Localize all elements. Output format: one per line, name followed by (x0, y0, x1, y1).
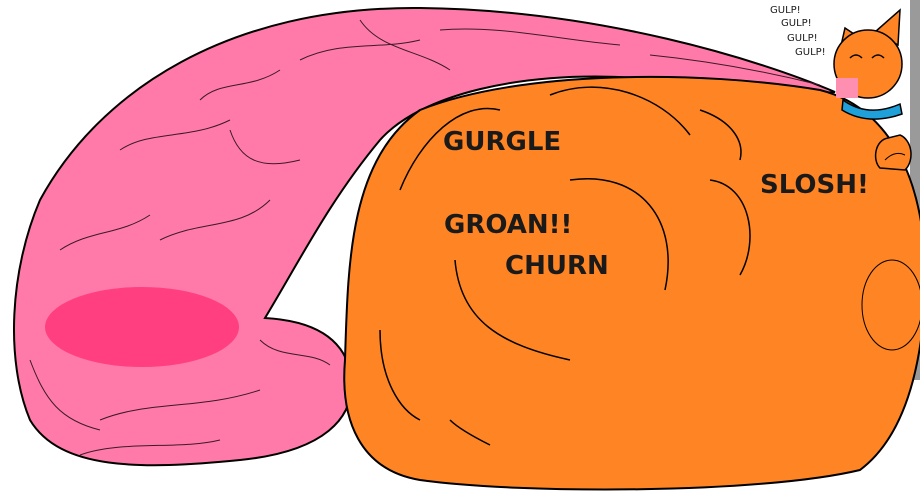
tongue-spot (45, 287, 239, 367)
cat-character (833, 8, 920, 351)
cat-blush (836, 78, 858, 98)
gulp-4: GULP! (795, 47, 826, 58)
sound-gurgle: GURGLE (443, 127, 561, 157)
belly-bump (861, 259, 920, 351)
sound-churn: CHURN (505, 251, 609, 281)
belly (343, 75, 920, 491)
sound-slosh: SLOSH! (760, 170, 869, 200)
sound-groan: GROAN!! (444, 210, 572, 240)
gulp-3: GULP! (787, 33, 818, 44)
cat-paw (874, 134, 912, 171)
gulp-2: GULP! (781, 18, 812, 29)
cat-collar (841, 98, 903, 120)
tongue (12, 6, 836, 467)
edge-bar (910, 0, 920, 380)
gulp-1: GULP! (770, 5, 801, 16)
